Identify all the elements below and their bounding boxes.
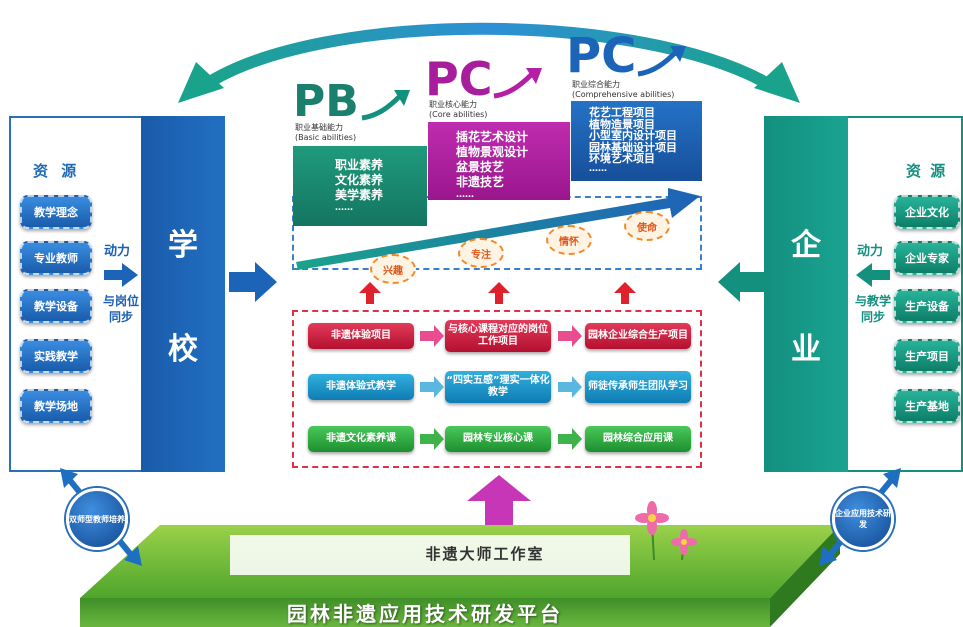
enterprise-power-label: 动力 — [857, 244, 884, 259]
school-resources-title: 资 源 — [33, 162, 81, 180]
matrix-cell: 园林综合应用课 — [585, 426, 691, 452]
matrix-cell: 非遗文化素养课 — [308, 426, 414, 452]
pc-comp-swoosh-arrow-icon — [637, 46, 686, 77]
pc-comp-en-label: (Comprehensive abilities) — [572, 90, 675, 99]
pb-en-label: (Basic abilities) — [295, 133, 357, 142]
top-double-arrow — [178, 22, 800, 103]
pb-swoosh-arrow-icon — [361, 90, 410, 121]
matrix-cell: 师徒传承师生团队学习 — [585, 371, 691, 403]
pb-item: 职业素养 — [335, 158, 384, 172]
curriculum-matrix-frame — [292, 310, 702, 468]
mission-badge: 使命 — [624, 211, 670, 241]
school-name-char: 学 — [168, 228, 198, 263]
matrix-cell: 园林专业核心课 — [445, 426, 551, 452]
pc-core-item: 插花艺术设计 — [456, 130, 529, 144]
enterprise-sync-label: 与教学同步 — [855, 294, 892, 324]
green-right-arrow-icon — [420, 428, 582, 450]
enterprise-resource-item: 生产基地 — [894, 389, 960, 423]
pc-comp-item: 小型室内设计项目 — [589, 129, 677, 142]
matrix-cell: 与核心课程对应的岗位工作项目 — [445, 320, 551, 352]
flower-icon — [635, 501, 697, 561]
pc-core-item: 非遗技艺 — [456, 175, 505, 189]
enterprise-resource-item: 企业专家 — [894, 241, 960, 275]
pc-core-en-label: (Core abilities) — [429, 110, 488, 119]
passion-badge: 情怀 — [546, 225, 592, 255]
pc-core-pillar: 插花艺术设计 植物景观设计 盆景技艺 非遗技艺 …… — [428, 122, 570, 200]
focus-badge: 专注 — [458, 238, 504, 268]
pc-comp-item: 植物造景项目 — [589, 117, 655, 131]
pc-core-cn-label: 职业核心能力 — [429, 100, 477, 109]
matrix-cell: 非遗体验项目 — [308, 323, 414, 349]
enterprise-resource-item: 生产设备 — [894, 289, 960, 323]
up-arrow-icon — [614, 282, 636, 304]
pc-core-heading: PC — [425, 52, 493, 106]
enterprise-resources-title: 资 源 — [906, 162, 948, 180]
pc-comp-item: 环境艺术项目 — [589, 152, 655, 165]
school-power-label: 动力 — [104, 244, 131, 259]
pc-core-swoosh-arrow-icon — [493, 68, 542, 99]
platform-up-arrow-icon — [467, 475, 531, 531]
enterprise-power-arrow-icon — [856, 263, 890, 287]
pc-core-item: …… — [456, 190, 474, 200]
school-resource-item: 实践教学 — [20, 339, 92, 373]
pc-comp-cn-label: 职业综合能力 — [572, 80, 620, 89]
pc-core-item: 盆景技艺 — [456, 160, 505, 174]
enterprise-column: 企 业 — [764, 116, 848, 472]
school-sync-label: 与岗位同步 — [103, 294, 140, 324]
school-resource-item: 专业教师 — [20, 241, 92, 275]
enterprise-name-char: 企 — [791, 228, 821, 263]
pc-comp-heading: PC — [566, 28, 637, 84]
pb-cn-label: 职业基础能力 — [295, 123, 343, 132]
pink-right-arrow-icon — [420, 325, 582, 347]
school-power-arrow-icon — [104, 263, 138, 287]
up-arrow-icon — [488, 282, 510, 304]
platform-title: 园林非遗应用技术研发平台 — [287, 602, 563, 626]
enterprise-resource-item: 企业文化 — [894, 195, 960, 229]
school-to-center-arrow-icon — [229, 262, 277, 302]
pc-comp-item: 园林基础设计项目 — [589, 140, 677, 154]
pb-pillar: 职业素养 文化素养 美学素养 …… — [293, 146, 427, 226]
matrix-cell: 园林企业综合生产项目 — [585, 323, 691, 349]
cyan-right-arrow-icon — [420, 376, 582, 398]
pb-heading: PB — [293, 76, 359, 127]
enterprise-to-center-arrow-icon — [718, 262, 766, 302]
up-arrow-icon — [359, 282, 381, 304]
growth-diagonal-arrow-icon — [296, 188, 700, 270]
grass-platform — [80, 525, 840, 627]
school-resource-item: 教学设备 — [20, 289, 92, 323]
pb-item: 美学素养 — [335, 188, 384, 202]
enterprise-name-char: 业 — [791, 332, 821, 367]
school-resource-item: 教学理念 — [20, 195, 92, 229]
pb-item: …… — [335, 203, 353, 213]
matrix-cell: 非遗体验式教学 — [308, 374, 414, 400]
pc-comp-item: …… — [589, 163, 607, 174]
school-resource-item: 教学场地 — [20, 389, 92, 423]
school-name-char: 校 — [168, 332, 198, 367]
pc-core-item: 植物景观设计 — [456, 145, 529, 159]
school-column: 学 校 — [141, 116, 225, 472]
matrix-arrows — [420, 325, 582, 450]
enterprise-resource-item: 生产项目 — [894, 339, 960, 373]
pc-comp-item: 花艺工程项目 — [589, 106, 655, 119]
enterprise-rd-circle: 企业应用技术研发 — [832, 488, 894, 550]
matrix-cell: “四实五感”理实一体化教学 — [445, 371, 551, 403]
interest-badge: 兴趣 — [370, 254, 416, 284]
pc-comp-pillar: 花艺工程项目 植物造景项目 小型室内设计项目 园林基础设计项目 环境艺术项目 …… — [571, 101, 702, 181]
dual-teacher-circle: 双师型教师培养 — [66, 488, 128, 550]
pb-item: 文化素养 — [335, 173, 384, 187]
studio-label: 非遗大师工作室 — [425, 545, 545, 563]
